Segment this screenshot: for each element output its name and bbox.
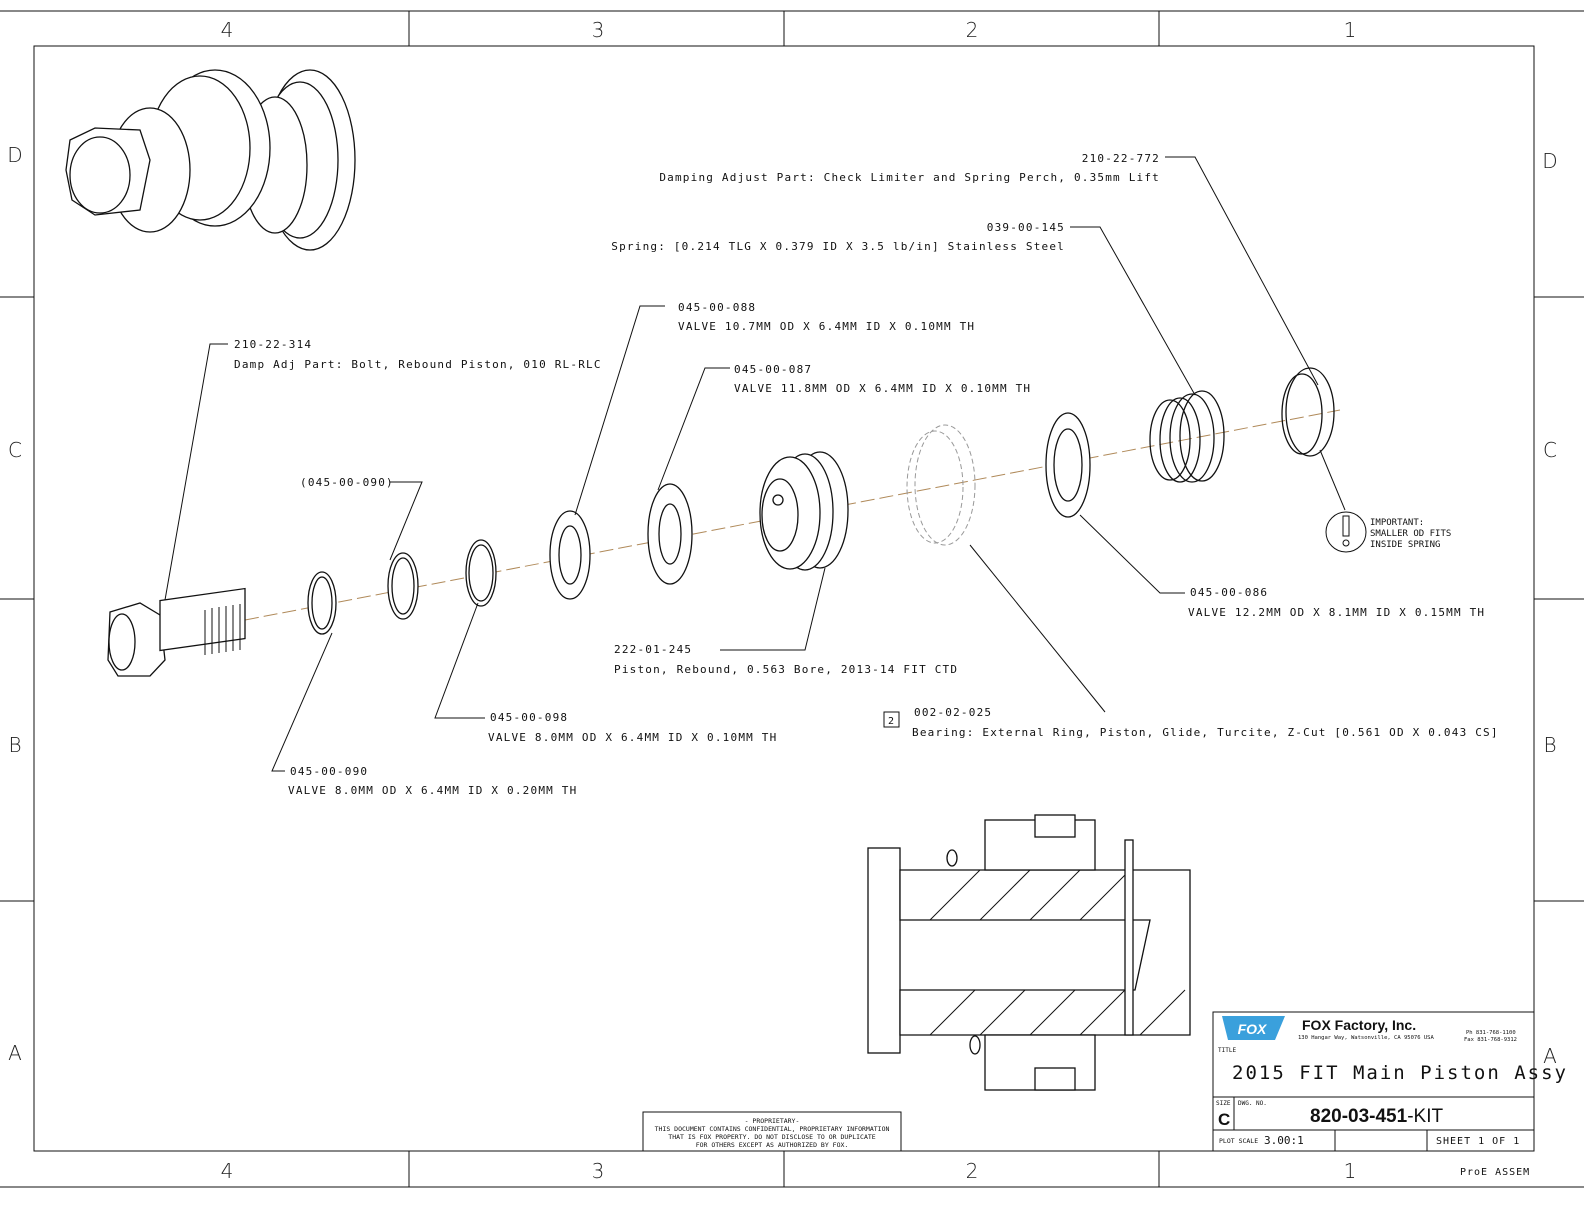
note-box-number: 2 — [888, 716, 894, 727]
zone-col: 2 — [966, 18, 979, 42]
zone-col: 1 — [1344, 18, 1357, 42]
zone-col: 3 — [592, 18, 605, 42]
zone-labels: 4 3 2 1 4 3 2 1 D C B A D C B A — [7, 18, 1557, 1183]
sheet-number: SHEET 1 OF 1 — [1436, 1136, 1520, 1147]
company-address: 130 Hangar Way, Watsonville, CA 95076 US… — [1298, 1035, 1434, 1041]
callout-part-number: 210-22-772 — [1082, 152, 1160, 165]
callout-description: Bearing: External Ring, Piston, Glide, T… — [912, 726, 1499, 739]
title-label: TITLE — [1218, 1047, 1236, 1054]
check-limiter-part — [1281, 367, 1335, 457]
drawing-number: 820-03-451-KIT — [1310, 1106, 1443, 1127]
important-note: IMPORTANT: SMALLER OD FITS INSIDE SPRING — [1325, 511, 1451, 553]
drawing-title: 2015 FIT Main Piston Assy — [1232, 1062, 1568, 1084]
svg-text:IMPORTANT:: IMPORTANT: — [1370, 518, 1424, 528]
svg-text:THAT IS FOX PROPERTY. DO NOT: THAT IS FOX PROPERTY. DO NOT DISCLOSE TO… — [668, 1133, 875, 1141]
svg-text:INSIDE SPRING: INSIDE SPRING — [1370, 540, 1440, 550]
plot-scale-label: PLOT SCALE — [1219, 1137, 1258, 1145]
zone-row: D — [1542, 149, 1557, 173]
zone-row: C — [8, 438, 22, 462]
exclamation-icon — [1342, 515, 1350, 537]
zone-row: D — [7, 143, 22, 167]
callouts: 210-22-772 Damping Adjust Part: Check Li… — [234, 152, 1499, 797]
zone-row: B — [8, 733, 21, 757]
callout-part-number: 045-00-090 — [290, 765, 368, 778]
company-name: FOX Factory, Inc. — [1302, 1017, 1416, 1033]
zone-col: 4 — [221, 18, 234, 42]
zone-col: 2 — [966, 1159, 979, 1183]
callout-description: Spring: [0.214 TLG X 0.379 ID X 3.5 lb/i… — [611, 240, 1065, 253]
callout-description: VALVE 11.8MM OD X 6.4MM ID X 0.10MM TH — [734, 382, 1031, 395]
bolt-part — [107, 587, 246, 677]
size-label: SIZE — [1216, 1100, 1231, 1107]
title-block: FOX FOX Factory, Inc. 130 Hangar Way, Wa… — [1212, 1011, 1568, 1178]
callout-part-number: 002-02-025 — [914, 706, 992, 719]
section-view — [867, 814, 1191, 1091]
zone-row: C — [1543, 438, 1557, 462]
exploded-parts — [107, 367, 1335, 677]
piston-part — [759, 451, 849, 571]
company-fax: Fax 831-768-9312 — [1464, 1037, 1517, 1043]
svg-text:- PROPRIETARY-: - PROPRIETARY- — [745, 1117, 800, 1125]
company-phone: Ph 831-768-1100 — [1466, 1030, 1516, 1036]
zone-col: 4 — [221, 1159, 234, 1183]
callout-description: VALVE 10.7MM OD X 6.4MM ID X 0.10MM TH — [678, 320, 975, 333]
svg-text:SMALLER OD FITS: SMALLER OD FITS — [1370, 529, 1451, 539]
spring-part — [1149, 390, 1225, 483]
callout-description: Damp Adj Part: Bolt, Rebound Piston, 010… — [234, 358, 602, 371]
callout-part-number: 039-00-145 — [987, 221, 1065, 234]
zone-col: 3 — [592, 1159, 605, 1183]
fox-logo — [1222, 1016, 1285, 1040]
callout-part-number: 045-00-087 — [734, 363, 812, 376]
zone-col: 1 — [1344, 1159, 1357, 1183]
zone-row: A — [8, 1041, 22, 1065]
footer-proe: ProE ASSEM — [1460, 1167, 1530, 1178]
zone-row: A — [1543, 1044, 1557, 1068]
callout-part-number: 045-00-086 — [1190, 586, 1268, 599]
callout-part-number: (045-00-090) — [300, 476, 394, 489]
callout-description: Damping Adjust Part: Check Limiter and S… — [659, 171, 1160, 184]
isometric-assembly-view — [65, 69, 356, 251]
note-box — [883, 711, 900, 728]
bearing-ring-ghost — [906, 424, 976, 546]
size-value: C — [1218, 1110, 1230, 1129]
callout-description: Piston, Rebound, 0.563 Bore, 2013-14 FIT… — [614, 663, 958, 676]
callout-part-number: 222-01-245 — [614, 643, 692, 656]
callout-part-number: 045-00-088 — [678, 301, 756, 314]
proprietary-notice: - PROPRIETARY- THIS DOCUMENT CONTAINS CO… — [642, 1111, 902, 1152]
dwg-no-label: DWG. NO. — [1238, 1100, 1267, 1107]
svg-text:FOR OTHERS EXCEPT AS AUTHORIZE: FOR OTHERS EXCEPT AS AUTHORIZED BY FOX. — [696, 1141, 849, 1149]
plot-scale: 3.00:1 — [1264, 1134, 1304, 1147]
callout-description: VALVE 8.0MM OD X 6.4MM ID X 0.20MM TH — [288, 784, 577, 797]
leader-lines — [164, 156, 1346, 772]
callout-description: VALVE 8.0MM OD X 6.4MM ID X 0.10MM TH — [488, 731, 777, 744]
zone-row: B — [1543, 733, 1556, 757]
fox-logo-text: FOX — [1238, 1021, 1268, 1037]
callout-part-number: 210-22-314 — [234, 338, 312, 351]
callout-part-number: 045-00-098 — [490, 711, 568, 724]
svg-text:THIS DOCUMENT CONTAINS CONFIDE: THIS DOCUMENT CONTAINS CONFIDENTIAL, PRO… — [655, 1125, 890, 1133]
callout-description: VALVE 12.2MM OD X 8.1MM ID X 0.15MM TH — [1188, 606, 1485, 619]
